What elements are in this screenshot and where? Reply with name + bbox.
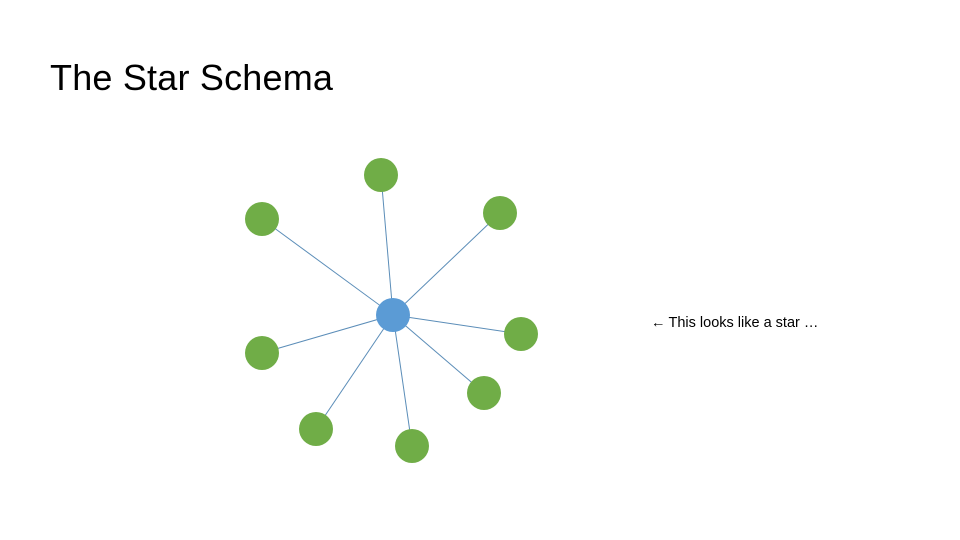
- connector-line: [392, 212, 501, 316]
- dimension-node[interactable]: [245, 202, 279, 236]
- dimension-node[interactable]: [395, 429, 429, 463]
- left-arrow-icon: ←: [651, 315, 666, 331]
- node-layer: [245, 158, 538, 463]
- connector-line: [392, 314, 485, 394]
- connector-line: [261, 314, 394, 354]
- connector-line: [392, 314, 522, 335]
- dimension-node[interactable]: [245, 336, 279, 370]
- dimension-node[interactable]: [299, 412, 333, 446]
- fact-table-hub-node[interactable]: [376, 298, 410, 332]
- annotation-callout: ←This looks like a star …: [651, 313, 818, 333]
- dimension-node[interactable]: [504, 317, 538, 351]
- dimension-node[interactable]: [364, 158, 398, 192]
- page-title: The Star Schema: [50, 57, 334, 98]
- connector-line: [392, 314, 413, 447]
- connector-line: [380, 174, 394, 316]
- dimension-node[interactable]: [483, 196, 517, 230]
- dimension-node[interactable]: [467, 376, 501, 410]
- connector-line: [261, 218, 394, 316]
- connector-line: [315, 314, 394, 430]
- annotation-text: This looks like a star …: [668, 315, 819, 331]
- connector-layer: [261, 174, 522, 447]
